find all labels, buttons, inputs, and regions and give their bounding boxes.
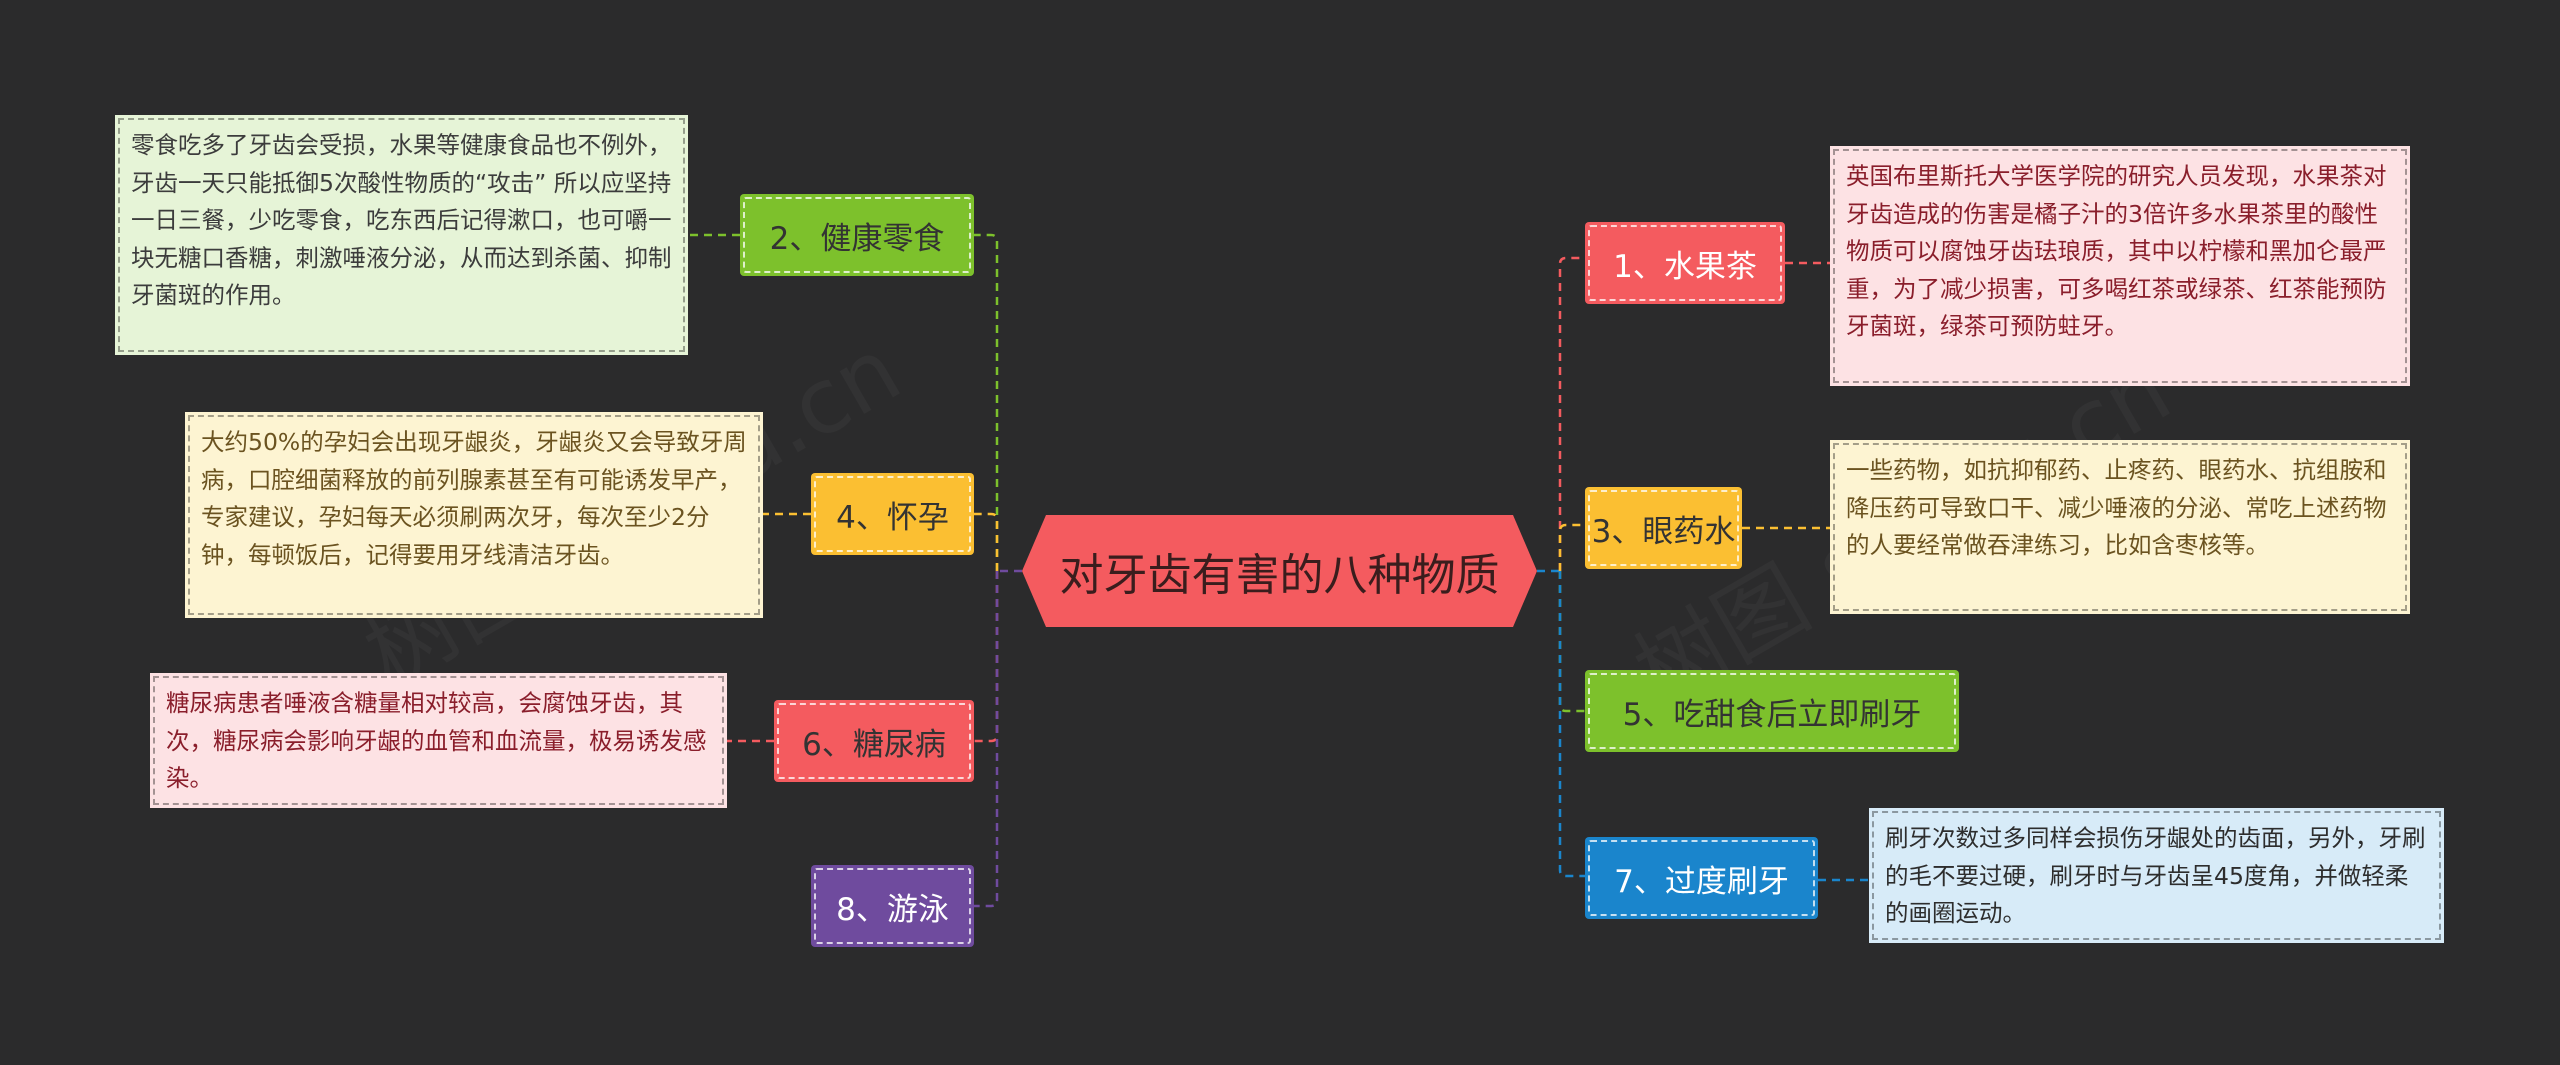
branch-swimming[interactable]: 8、游泳 — [811, 865, 974, 947]
branch-label: 4、怀孕 — [836, 499, 949, 536]
root-topic[interactable]: 对牙齿有害的八种物质 — [1022, 515, 1537, 627]
root-title: 对牙齿有害的八种物质 — [1059, 550, 1500, 601]
branch-fruit-tea[interactable]: 1、水果茶 — [1585, 222, 1785, 304]
branch-over-brushing[interactable]: 7、过度刷牙 — [1585, 837, 1818, 919]
branch-healthy-snacks[interactable]: 2、健康零食 — [740, 194, 974, 276]
branch-label: 7、过度刷牙 — [1614, 863, 1789, 900]
branch-eye-drops[interactable]: 3、眼药水 — [1585, 487, 1742, 569]
branch-label: 1、水果茶 — [1613, 248, 1757, 285]
branch-brush-after-sweets[interactable]: 5、吃甜食后立即刷牙 — [1585, 670, 1959, 752]
note-fruit-tea: 英国布里斯托大学医学院的研究人员发现，水果茶对牙齿造成的伤害是橘子汁的3倍许多水… — [1830, 146, 2410, 386]
branch-diabetes[interactable]: 6、糖尿病 — [774, 700, 974, 782]
branch-label: 8、游泳 — [836, 891, 949, 928]
note-diabetes: 糖尿病患者唾液含糖量相对较高，会腐蚀牙齿，其次，糖尿病会影响牙龈的血管和血流量，… — [150, 673, 727, 808]
note-eye-drops: 一些药物，如抗抑郁药、止疼药、眼药水、抗组胺和降压药可导致口干、减少唾液的分泌、… — [1830, 440, 2410, 614]
branch-label: 2、健康零食 — [769, 220, 945, 257]
note-healthy-snacks: 零食吃多了牙齿会受损，水果等健康食品也不例外，牙齿一天只能抵御5次酸性物质的“攻… — [115, 115, 688, 355]
branch-label: 5、吃甜食后立即刷牙 — [1622, 696, 1922, 733]
branch-pregnancy[interactable]: 4、怀孕 — [811, 473, 974, 555]
branch-label: 3、眼药水 — [1591, 513, 1736, 550]
branch-label: 6、糖尿病 — [802, 726, 946, 763]
note-over-brushing: 刷牙次数过多同样会损伤牙龈处的齿面，另外，牙刷的毛不要过硬，刷牙时与牙齿呈45度… — [1869, 808, 2444, 943]
note-pregnancy: 大约50%的孕妇会出现牙龈炎，牙龈炎又会导致牙周病，口腔细菌释放的前列腺素甚至有… — [185, 412, 763, 618]
